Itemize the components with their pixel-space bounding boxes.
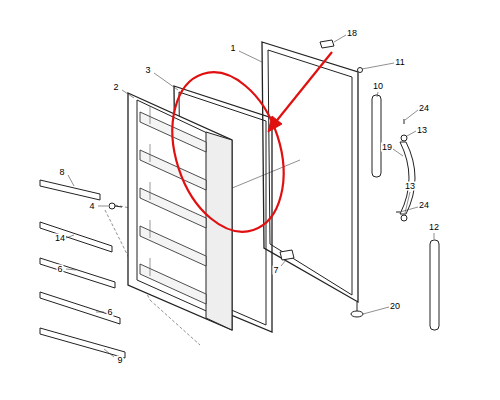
hinge [280,250,294,260]
callout-number: 9 [116,356,123,365]
callout-number: 13 [404,182,416,191]
callout-number: 24 [418,201,430,210]
shelf-divider [150,220,151,238]
callout-number: 7 [272,266,279,275]
callout-number: 8 [58,168,65,177]
callout-number: 18 [346,29,358,38]
handle-trim [372,95,381,177]
leveling-foot [351,302,363,317]
callout-number: 6 [106,308,113,317]
callout-number: 14 [54,234,66,243]
door-handle [400,142,415,214]
callout-number: 1 [229,44,236,53]
callout-number: 3 [144,66,151,75]
highlight-ellipse [153,58,303,246]
callout-number: 12 [428,223,440,232]
shelf-divider [150,258,151,276]
callout-number: 19 [381,143,393,152]
callout-number: 20 [389,302,401,311]
callout-number: 24 [418,104,430,113]
highlight-arrow [268,52,332,132]
callout-number: 6 [56,265,63,274]
screw [358,68,363,73]
hinge-cover [320,40,334,48]
shelf-divider [150,182,151,200]
door-panel [262,42,358,302]
callout-number: 4 [88,202,95,211]
leader-lines [66,35,434,357]
callout-number: 13 [416,126,428,135]
callout-number: 11 [394,58,405,67]
door-strips [40,180,125,358]
screw [109,203,122,209]
shelf-divider [150,106,151,124]
screw [396,119,407,221]
handle-trim [430,240,439,330]
callout-number: 2 [112,83,119,92]
callout-number: 10 [372,82,384,91]
door-liner [128,93,232,330]
shelf-divider [150,144,151,162]
